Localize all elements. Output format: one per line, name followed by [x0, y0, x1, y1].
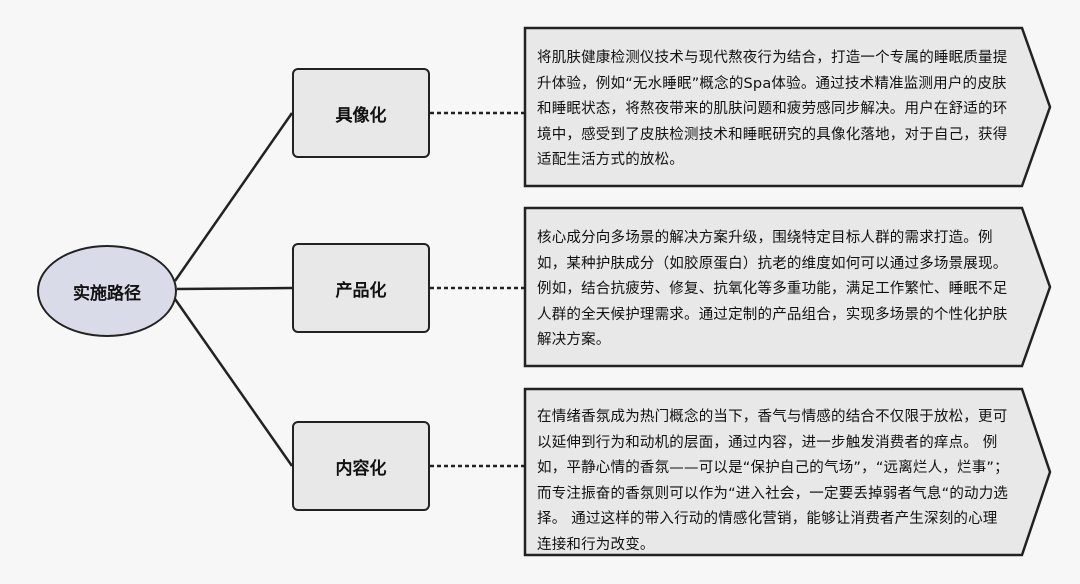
description-box-shape-2 [523, 206, 1052, 368]
description-text-1: 将肌肤健康检测仪技术与现代熬夜行为结合，打造一个专属的睡眠质量提升体验，例如“无… [537, 50, 1008, 168]
branch-label-2: 产品化 [335, 280, 387, 301]
description-box-shape-1 [523, 26, 1052, 188]
description-box-shape-3 [523, 387, 1052, 557]
connector-root-to-branch-1 [173, 112, 294, 282]
branch-label-3: 内容化 [335, 458, 387, 479]
root-node: 实施路径 [37, 245, 177, 337]
connector-root-to-branch-3 [173, 298, 294, 467]
branch-label-1: 具像化 [335, 105, 387, 126]
branch-node-1: 具像化 [292, 68, 430, 158]
branch-node-3: 内容化 [292, 421, 430, 511]
connector-root-to-branch-2 [176, 286, 293, 291]
branch-node-2: 产品化 [292, 243, 430, 333]
description-text-2: 核心成分向多场景的解决方案升级，围绕特定目标人群的需求打造。例如，某种护肤成分（… [537, 230, 1008, 348]
description-text-3: 在情绪香氛成为热门概念的当下，香气与情感的结合不仅限于放松，更可以延伸到行为和动… [537, 409, 1009, 553]
root-label: 实施路径 [73, 283, 141, 304]
